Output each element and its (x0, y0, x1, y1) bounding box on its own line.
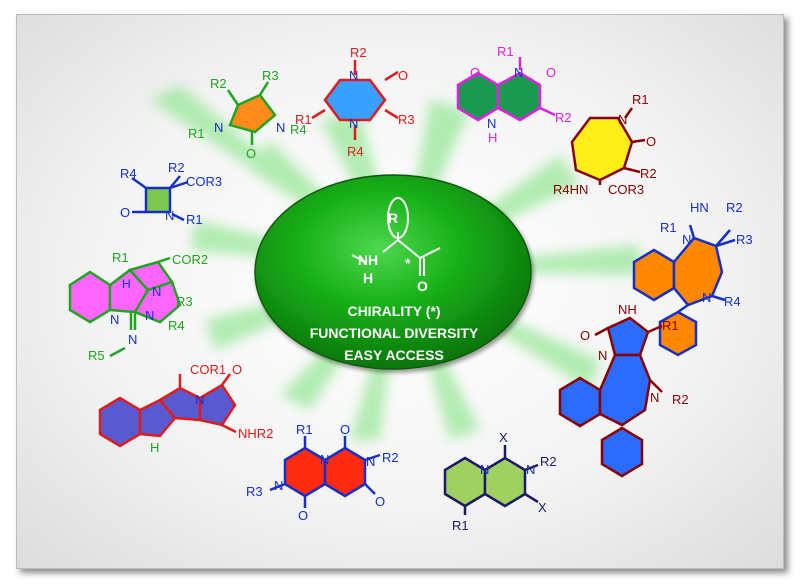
bd-r1: R1 (660, 220, 677, 235)
ibd-o: O (580, 328, 590, 343)
pz-r2: R2 (350, 45, 367, 60)
bl-r1: R1 (186, 212, 203, 227)
im-n2: N (276, 120, 285, 135)
pi-cor: COR2 (172, 252, 208, 267)
scaffold-piperazinedione: R2 N O N R1 R3 R4 (295, 45, 415, 159)
ibd-r1: R1 (662, 318, 679, 333)
im-r4: R4 (290, 122, 307, 137)
thc-h: H (150, 440, 159, 455)
im-n1: N (214, 120, 223, 135)
pi-n1: N (110, 312, 119, 327)
center-line-3: EASY ACCESS (344, 347, 444, 363)
sp-o1: O (470, 65, 480, 80)
ibd-n2: N (650, 390, 659, 405)
az-r1: R1 (632, 92, 649, 107)
pz-r4: R4 (347, 144, 364, 159)
core-o-label: O (417, 278, 428, 294)
scaffold-betalactam: R4 R2 COR3 O N R1 (120, 160, 222, 227)
bd-r3: R3 (736, 232, 753, 247)
ppm-n1: N (480, 462, 489, 477)
az-r2: R2 (640, 166, 657, 181)
core-nh-label: NH (358, 252, 378, 268)
bl-o: O (120, 205, 130, 220)
thc-cor: COR1 (190, 362, 226, 377)
pp-n1: N (320, 452, 329, 467)
ppm-n2: N (526, 462, 535, 477)
pi-n4: N (128, 332, 137, 347)
thc-o: O (232, 362, 242, 377)
scaffold-pyrroloindoline: R1 COR2 H N R3 R4 N N N R5 (68, 250, 208, 363)
scaffold-imidazolone: R2 R3 R1 N N R4 O (188, 68, 307, 161)
az-cor: COR3 (608, 182, 644, 197)
scaffold-azepanone: R1 N O R2 R4HN COR3 (553, 92, 657, 197)
sp-h: H (488, 130, 497, 145)
sp-nh: N (487, 116, 496, 131)
scaffold-tetrahydrocarboline: COR1 O N NHR2 H (98, 362, 273, 455)
ppm-r1: R1 (452, 518, 469, 533)
sp-n1: N (514, 65, 523, 80)
az-hn: R4HN (553, 182, 588, 197)
scaffold-pyridopyrimidine: X N N R2 X R1 (443, 430, 557, 533)
ibd-r2: R2 (672, 392, 689, 407)
core-h-label: H (363, 270, 373, 286)
pp-n3: N (274, 478, 283, 493)
pz-o: O (398, 68, 408, 83)
ppm-x2: X (538, 500, 547, 515)
im-r2: R2 (210, 76, 227, 91)
pp-r2: R2 (382, 450, 399, 465)
im-r3: R3 (262, 68, 279, 83)
core-ellipse (254, 174, 532, 370)
pz-r3: R3 (398, 112, 415, 127)
sp-r1: R1 (497, 44, 514, 59)
bd-r4: R4 (724, 294, 741, 309)
pp-o1: O (340, 422, 350, 437)
ppm-r2: R2 (540, 454, 557, 469)
az-n: N (618, 112, 627, 127)
bl-n: N (165, 208, 174, 223)
pi-r1: R1 (112, 250, 129, 265)
pp-o2: O (298, 508, 308, 523)
bd-r2: R2 (726, 200, 743, 215)
im-o: O (246, 146, 256, 161)
center-line-1: CHIRALITY (*) (347, 303, 440, 319)
pz-n2: N (349, 116, 358, 131)
ibd-nh: NH (618, 302, 637, 317)
thc-n: N (195, 392, 204, 407)
ibd-n1: N (598, 348, 607, 363)
pz-r1: R1 (295, 112, 312, 127)
scaffold-pyridopyrazine: R1 O N N R2 R3 N O O (246, 422, 399, 523)
ppm-x1: X (499, 430, 508, 445)
pp-r3: R3 (246, 484, 263, 499)
thc-nh: NHR2 (238, 426, 273, 441)
core-r-label: R (388, 210, 398, 226)
core-motif (351, 197, 441, 276)
scaffold-spiro: R1 O N O N H R2 (456, 44, 572, 145)
pp-o3: O (375, 494, 385, 509)
pp-n2: N (366, 454, 375, 469)
sp-r2: R2 (555, 110, 572, 125)
bd-n1: N (682, 232, 691, 247)
bd-n2: N (702, 290, 711, 305)
bd-hn: HN (690, 200, 709, 215)
scaffold-imidazobenzodiazepine: NH R1 O N N R2 (558, 302, 689, 478)
scaffold-benzodiazepine: HN R2 R1 N R3 N R4 (632, 200, 753, 357)
pi-n3: N (145, 308, 154, 323)
pp-r1: R1 (296, 422, 313, 437)
core-star-label: * (405, 255, 411, 271)
bl-r4: R4 (120, 166, 137, 181)
sp-o2: O (546, 65, 556, 80)
pi-r3: R3 (176, 294, 193, 309)
im-r1: R1 (188, 126, 205, 141)
pi-h: H (122, 277, 131, 291)
pi-r5: R5 (88, 348, 105, 363)
bl-cor: COR3 (186, 174, 222, 189)
center-line-2: FUNCTIONAL DIVERSITY (310, 325, 479, 341)
bl-r2: R2 (168, 160, 185, 175)
pi-r4: R4 (168, 318, 185, 333)
pz-n1: N (349, 68, 358, 83)
pi-n2: N (152, 284, 161, 299)
az-o: O (646, 134, 656, 149)
